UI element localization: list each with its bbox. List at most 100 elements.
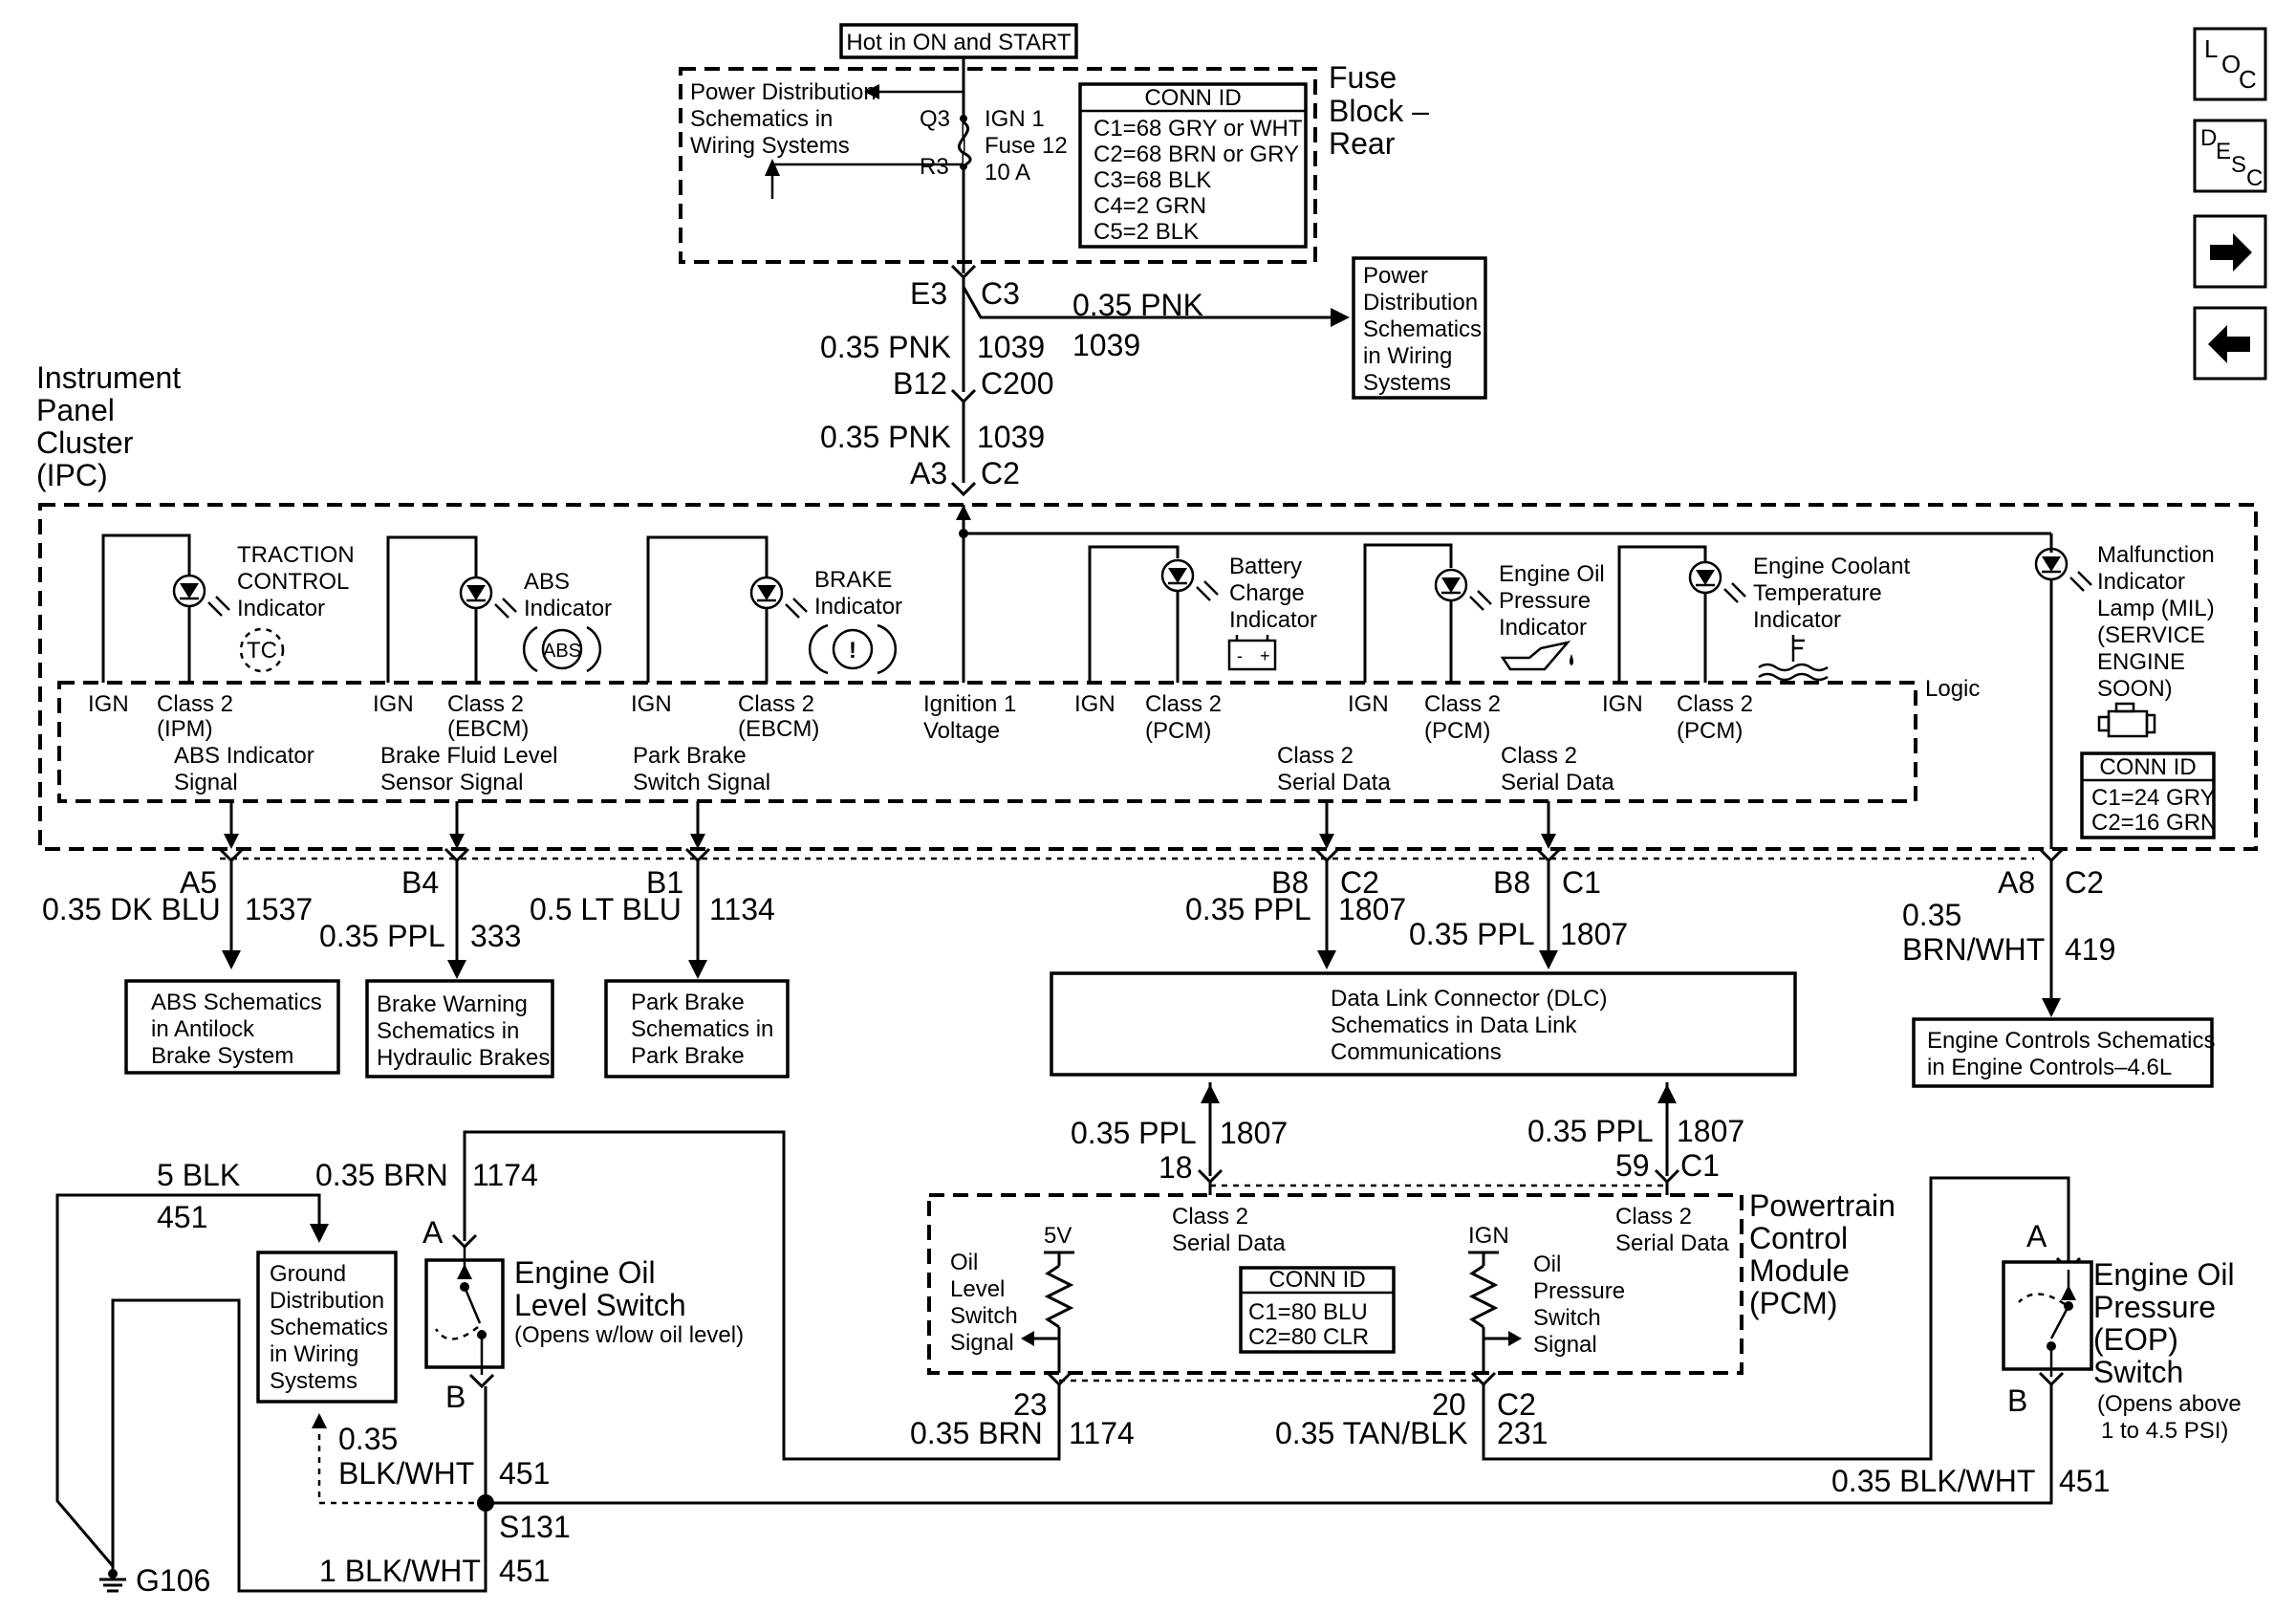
svg-text:E: E xyxy=(2216,139,2231,164)
s131-label: S131 xyxy=(499,1510,571,1544)
svg-text:C1=24 GRY C2=16 GRN: C1=24 GRY C2=16 GRN xyxy=(2091,785,2221,836)
svg-text:Class 2 (IPM): Class 2 (IPM) xyxy=(157,691,240,742)
svg-text:C1=68 GRY or WHT C2=68 BRN: C1=68 GRY or WHT C2=68 BRN or GRY C3=68 … xyxy=(1094,116,1309,245)
mil-conn-id-table: CONN ID C1=24 GRY C2=16 GRN xyxy=(2080,751,2221,839)
oil-can-icon xyxy=(1500,641,1573,671)
a8-c2-label: C2 xyxy=(2065,865,2104,900)
pcm-right-conn: C1 xyxy=(1680,1148,1720,1183)
serial-data-1: Class 2 Serial Data xyxy=(1277,743,1391,795)
pcm-module xyxy=(927,1193,1744,1375)
pin23-label: 23 xyxy=(1013,1387,1048,1422)
svg-text:Class 2 (EBCM): Class 2 (EBCM) xyxy=(447,691,531,742)
svg-text:ABS Indicator: ABS Indicator xyxy=(524,569,612,621)
fuse-12-symbol xyxy=(957,120,972,168)
svg-text:Park Brake Schematics in: Park Brake Schematics in Park Brake xyxy=(631,990,780,1069)
svg-text:Engine Oil Pressure In: Engine Oil Pressure Indicator xyxy=(1499,561,1611,641)
pcm-serial-left: Class 2 Serial Data xyxy=(1172,1204,1286,1256)
svg-text:C: C xyxy=(2239,65,2257,94)
pcm-right-wire: 0.35 PPL xyxy=(1527,1114,1654,1148)
eols-a: A xyxy=(422,1215,444,1250)
pcm-ign-label: IGN xyxy=(1468,1223,1509,1249)
eop-wire: 0.35 BLK/WHT xyxy=(1831,1464,2035,1498)
fuse-block-name: Fuse Block – Rear xyxy=(1329,60,1438,161)
eop-name: Engine Oil Pressure (EOP) Switch xyxy=(2093,1257,2243,1389)
hot-label-box: Hot in ON and START xyxy=(839,23,1078,59)
battery-icon: -+ xyxy=(1227,635,1277,671)
b4-wire: 0.35 PPL xyxy=(319,919,445,953)
desc-button[interactable]: D E S C xyxy=(2193,119,2267,193)
pin23-circuit: 1174 xyxy=(1069,1416,1135,1450)
eop-note: (Opens above 1 to 4.5 PSI) xyxy=(2097,1391,2247,1444)
svg-text:IGN: IGN xyxy=(373,691,414,717)
previous-page-button[interactable] xyxy=(2193,306,2267,381)
abs-schematics-box[interactable]: ABS Schematics in Antilock Brake System xyxy=(124,979,340,1075)
eop-a: A xyxy=(2026,1219,2047,1253)
c200-label: C200 xyxy=(981,366,1054,401)
ignition-voltage-label: Ignition 1 Voltage xyxy=(923,691,1023,744)
svg-text:BRAKE Indicator: BRAKE Indicator xyxy=(814,567,902,620)
g106-ground-icon xyxy=(99,1569,126,1593)
pcm-conn-id-table: CONN ID C1=80 BLU C2=80 CLR xyxy=(1239,1266,1396,1354)
five-v-resistor xyxy=(1044,1264,1074,1329)
a8-label: A8 xyxy=(1998,865,2035,900)
svg-text:L: L xyxy=(2204,34,2218,63)
five-v-label: 5V xyxy=(1044,1223,1072,1249)
a5-wire: 0.35 DK BLU xyxy=(42,892,221,926)
coolant-icon xyxy=(1758,635,1829,682)
svg-text:-: - xyxy=(1237,646,1243,665)
svg-text:Hot in ON and START: Hot in ON and START xyxy=(846,30,1072,55)
svg-text:ABS Schematics in Antilock: ABS Schematics in Antilock Brake System xyxy=(151,990,328,1069)
blk5-circuit: 451 xyxy=(157,1200,207,1234)
dlc-box[interactable]: Data Link Connector (DLC) Schematics in … xyxy=(1050,971,1797,1077)
a8-wire: 0.35 BRN/WHT xyxy=(1902,898,2045,967)
svg-text:TRACTION CONTROL Indic: TRACTION CONTROL Indicator xyxy=(237,542,360,621)
pcm-right-circuit: 1807 xyxy=(1677,1114,1744,1148)
svg-text:O: O xyxy=(2221,50,2241,78)
e3-label: E3 xyxy=(910,276,947,311)
brn-wire: 0.35 BRN xyxy=(315,1158,448,1192)
svg-text:Class 2 (EBCM): Class 2 (EBCM) xyxy=(738,691,821,742)
logic-label: Logic xyxy=(1925,676,1980,702)
svg-text:CONN ID: CONN ID xyxy=(2099,754,2196,780)
svg-text:!: ! xyxy=(849,638,856,664)
c3-label: C3 xyxy=(981,276,1020,311)
next-page-button[interactable] xyxy=(2193,214,2267,289)
wire1-color: 0.35 PNK xyxy=(820,330,951,364)
loc-button[interactable]: L O C xyxy=(2193,27,2267,101)
wire1-circuit: 1039 xyxy=(977,330,1045,364)
eop-b: B xyxy=(2007,1383,2027,1418)
arrow-right-icon xyxy=(2210,233,2252,272)
c2-left-label: C2 xyxy=(1340,865,1379,900)
dlc-circuit-left: 1807 xyxy=(1338,892,1406,926)
svg-text:Engine Coolant Temperature: Engine Coolant Temperature Indicator xyxy=(1753,554,1917,633)
oil-pressure-signal-label: Oil Pressure Switch Signal xyxy=(1533,1252,1632,1358)
ign-resistor xyxy=(1468,1264,1499,1329)
engine-controls-box[interactable]: Engine Controls Schematics in Engine Con… xyxy=(1912,1017,2221,1088)
park-brake-box[interactable]: Park Brake Schematics in Park Brake xyxy=(604,979,790,1078)
ground-distribution-box[interactable]: Ground Distribution Schematics in Wiring… xyxy=(256,1251,398,1404)
eop-circuit: 451 xyxy=(2059,1464,2110,1498)
pd-schematics-ref[interactable]: Power Distribution Schematics in Wiring … xyxy=(690,79,882,159)
oil-level-signal-label: Oil Level Switch Signal xyxy=(950,1250,1024,1356)
svg-text:ABS Indicator Signal: ABS Indicator Signal xyxy=(174,743,320,795)
pin20-wire: 0.35 TAN/BLK xyxy=(1275,1416,1468,1450)
svg-text:S: S xyxy=(2231,152,2246,178)
engine-oil-level-switch xyxy=(424,1233,505,1389)
pd-schematics-box[interactable]: Power Distribution Schematics in Wiring … xyxy=(1352,256,1488,400)
svg-text:Engine Controls Schematics: Engine Controls Schematics in Engine Con… xyxy=(1927,1028,2221,1080)
b8-right-label: B8 xyxy=(1493,865,1530,900)
a8-circuit: 419 xyxy=(2065,932,2115,967)
r3-label: R3 xyxy=(920,154,949,180)
wire2-color: 0.35 PNK xyxy=(820,420,951,454)
pcm-serial-right: Class 2 Serial Data xyxy=(1615,1204,1729,1256)
serial-data-2: Class 2 Serial Data xyxy=(1501,743,1614,795)
ipc-logic-block xyxy=(57,681,1917,803)
eols-b: B xyxy=(445,1380,466,1414)
svg-text:D: D xyxy=(2200,125,2217,151)
svg-text:IGN: IGN xyxy=(1074,691,1116,717)
brake-warning-box[interactable]: Brake Warning Schematics in Hydraulic Br… xyxy=(365,979,554,1078)
svg-text:Class 2 (PCM): Class 2 (PCM) xyxy=(1145,691,1228,744)
svg-text:C: C xyxy=(2246,165,2263,191)
traction-control-indicator: TRACTION CONTROL Indicator TC xyxy=(101,533,360,683)
svg-text:Power Distribution Sch: Power Distribution Schematics in Wiring … xyxy=(1363,263,1488,396)
